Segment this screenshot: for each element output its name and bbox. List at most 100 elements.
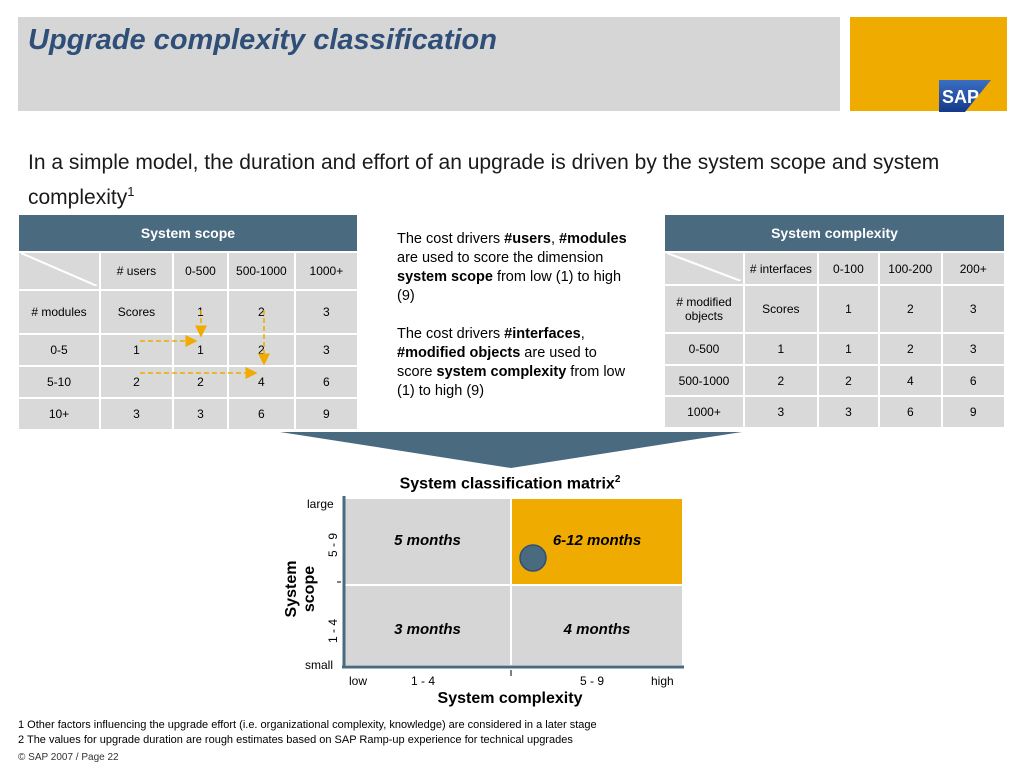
scope-cell: 2 <box>226 333 296 367</box>
scope-table-title: System scope <box>17 213 359 253</box>
scope-score-label: Scores <box>99 289 174 335</box>
scope-score: 1 <box>171 289 229 335</box>
complexity-row-label: # modified objects <box>663 284 745 334</box>
classification-marker <box>519 544 547 572</box>
complexity-cell: 2 <box>878 332 943 366</box>
scope-score: 2 <box>226 289 296 335</box>
intro-text: In a simple model, the duration and effo… <box>28 148 968 212</box>
complexity-corner-cell <box>663 251 745 286</box>
x-axis-title: System complexity <box>437 690 583 707</box>
complexity-row-score: 1 <box>743 332 819 366</box>
scope-cell: 9 <box>293 397 360 431</box>
text-run: The cost drivers <box>397 326 505 342</box>
scope-col-label: # users <box>99 251 174 291</box>
scope-drivers-paragraph: The cost drivers #users, #modules are us… <box>397 230 635 306</box>
text-run-bold: #users <box>504 231 551 247</box>
complexity-cell: 3 <box>816 395 881 429</box>
text-run-bold: #modified objects <box>397 345 521 361</box>
scope-row-label: # modules <box>17 289 101 335</box>
complexity-cell: 2 <box>816 364 881 397</box>
scope-cell: 6 <box>293 365 360 399</box>
matrix-cell-bottom-left: 3 months <box>345 621 510 638</box>
matrix-cell-top-left-bg <box>345 499 510 584</box>
scope-range: 1000+ <box>293 251 360 291</box>
complexity-range: 200+ <box>940 251 1007 286</box>
title-bar <box>18 17 840 111</box>
text-run-bold: system complexity <box>436 364 567 380</box>
scope-row-score: 2 <box>99 365 174 399</box>
scope-score: 3 <box>293 289 360 335</box>
system-scope-table: System scope # users 0-500 500-1000 1000… <box>17 213 360 431</box>
page-title: Upgrade complexity classification <box>28 24 497 56</box>
x-axis-low-range: 1 - 4 <box>411 674 436 688</box>
text-run: from low (1) to high (9) <box>397 269 622 304</box>
text-run-bold: #modules <box>559 231 627 247</box>
complexity-range: 100-200 <box>878 251 943 286</box>
scope-row-range: 10+ <box>17 397 101 431</box>
table-row: 10+ 3 3 6 9 <box>17 397 360 431</box>
complexity-cell: 3 <box>940 332 1007 366</box>
sap-logo-text: SAP <box>942 87 979 107</box>
complexity-table-title: System complexity <box>663 213 1006 253</box>
table-row: 500-1000 2 2 4 6 <box>663 364 1007 397</box>
scope-cell: 4 <box>226 365 296 399</box>
matrix-cell-bottom-right: 4 months <box>512 621 682 638</box>
matrix-cell-label: 4 months <box>563 621 631 638</box>
table-row: 5-10 2 2 4 6 <box>17 365 360 399</box>
scope-range: 0-500 <box>171 251 229 291</box>
text-run: , <box>580 326 585 342</box>
table-row: 0-500 1 1 2 3 <box>663 332 1007 366</box>
scope-cell: 6 <box>226 397 296 431</box>
complexity-cell: 4 <box>878 364 943 397</box>
table-row: 1000+ 3 3 6 9 <box>663 395 1007 429</box>
complexity-row-range: 1000+ <box>663 395 745 429</box>
complexity-row-range: 0-500 <box>663 332 745 366</box>
text-run-bold: #interfaces <box>504 326 581 342</box>
text-run: are used to score <box>397 345 597 380</box>
scope-row-score: 3 <box>99 397 174 431</box>
footnote-1: 1 Other factors influencing the upgrade … <box>18 719 597 731</box>
matrix-cell-label: 6-12 months <box>552 532 642 549</box>
copyright-text: © SAP 2007 / Page 22 <box>18 752 119 763</box>
matrix-cell-bottom-right-bg <box>512 586 682 665</box>
matrix-title-text: System classification matrix <box>399 475 615 493</box>
table-row: 0-5 1 1 2 3 <box>17 333 360 367</box>
complexity-drivers-paragraph: The cost drivers #interfaces, #modified … <box>397 325 635 401</box>
y-axis-title: System scope <box>283 560 318 618</box>
complexity-score: 1 <box>816 284 881 334</box>
text-run: The cost drivers <box>397 231 505 247</box>
complexity-cell: 1 <box>816 332 881 366</box>
footnote-2: 2 The values for upgrade duration are ro… <box>18 734 573 746</box>
scope-cell: 3 <box>171 397 229 431</box>
complexity-score: 3 <box>940 284 1007 334</box>
text-run: from low (1) to high (9) <box>397 364 626 399</box>
scope-cell: 2 <box>171 365 229 399</box>
text-run: , <box>550 231 559 247</box>
complexity-row-score: 2 <box>743 364 819 397</box>
x-axis-high-range: 5 - 9 <box>580 674 605 688</box>
matrix-cell-label: 3 months <box>394 621 461 638</box>
y-axis-large-label: large <box>307 497 334 511</box>
cost-drivers-text: The cost drivers #users, #modules are us… <box>397 230 635 420</box>
matrix-title: System classification matrix2 <box>330 474 690 493</box>
complexity-range: 0-100 <box>816 251 881 286</box>
system-complexity-table: System complexity # interfaces 0-100 100… <box>663 213 1007 429</box>
complexity-cell: 9 <box>940 395 1007 429</box>
matrix-cell-label: 5 months <box>394 532 461 549</box>
y-axis-low-range: 1 - 4 <box>326 619 340 644</box>
matrix-frame <box>337 496 684 676</box>
intro-sentence: In a simple model, the duration and effo… <box>28 151 940 209</box>
intro-footnote-ref: 1 <box>127 184 135 199</box>
x-axis-low-label: low <box>349 674 368 688</box>
scope-row-score: 1 <box>99 333 174 367</box>
complexity-row-score: 3 <box>743 395 819 429</box>
scope-corner-cell <box>17 251 101 291</box>
scope-range: 500-1000 <box>226 251 296 291</box>
scope-cell: 3 <box>293 333 360 367</box>
matrix-cell-bottom-left-bg <box>345 586 510 665</box>
logo-panel <box>850 17 1007 111</box>
scope-corner-diagonal <box>20 252 98 287</box>
x-axis-high-label: high <box>651 674 674 688</box>
scope-row-range: 0-5 <box>17 333 101 367</box>
complexity-cell: 6 <box>940 364 1007 397</box>
